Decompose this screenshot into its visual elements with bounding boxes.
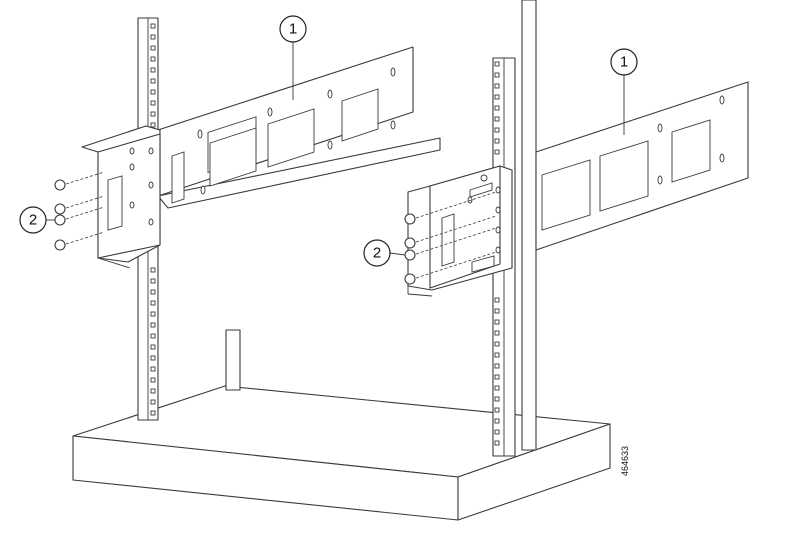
screw-icon xyxy=(404,215,497,249)
right-rear-post xyxy=(521,0,537,451)
callout-label: 2 xyxy=(29,212,37,229)
post-hole xyxy=(494,418,500,424)
post-hole xyxy=(150,311,156,317)
post-hole xyxy=(494,116,500,122)
post-hole xyxy=(494,330,500,336)
right-rail xyxy=(535,81,749,251)
post-hole xyxy=(494,374,500,380)
post-hole xyxy=(494,363,500,369)
post-hole xyxy=(150,23,156,29)
post-hole xyxy=(494,407,500,413)
screw-icon xyxy=(54,171,105,191)
callout-left-screws: 2 xyxy=(19,206,55,234)
left-screws xyxy=(54,171,105,251)
post-hole xyxy=(494,429,500,435)
post-hole xyxy=(494,149,500,155)
callout-label: 2 xyxy=(373,245,381,262)
post-hole xyxy=(494,83,500,89)
post-hole xyxy=(150,111,156,117)
post-hole xyxy=(494,396,500,402)
post-hole xyxy=(150,399,156,405)
post-hole xyxy=(150,100,156,106)
screw-icon xyxy=(404,251,497,285)
callout-left-rail: 1 xyxy=(279,15,307,100)
post-hole xyxy=(494,341,500,347)
post-hole xyxy=(494,352,500,358)
post-hole xyxy=(494,319,500,325)
callout-right-rail: 1 xyxy=(610,48,638,135)
post-hole xyxy=(494,308,500,314)
post-hole xyxy=(150,89,156,95)
post-hole xyxy=(150,34,156,40)
post-hole xyxy=(150,278,156,284)
post-hole xyxy=(150,322,156,328)
post-hole xyxy=(150,410,156,416)
post-hole xyxy=(150,45,156,51)
post-hole xyxy=(494,440,500,446)
post-hole xyxy=(150,388,156,394)
right-screws xyxy=(404,191,497,285)
post-hole xyxy=(150,366,156,372)
callout-label: 1 xyxy=(620,54,628,71)
post-hole xyxy=(150,355,156,361)
post-hole xyxy=(494,105,500,111)
post-hole xyxy=(150,56,156,62)
post-hole xyxy=(494,61,500,67)
post-hole xyxy=(150,289,156,295)
post-hole xyxy=(150,67,156,73)
post-hole xyxy=(150,344,156,350)
figure-id: 464633 xyxy=(620,446,630,476)
rear-left-post xyxy=(225,329,241,391)
screw-icon xyxy=(54,231,105,251)
left-mounting-bracket xyxy=(81,125,161,269)
post-hole xyxy=(150,333,156,339)
post-hole xyxy=(494,72,500,78)
post-hole xyxy=(150,122,156,128)
screw-icon xyxy=(54,195,105,215)
post-hole xyxy=(494,94,500,100)
post-hole xyxy=(150,267,156,273)
left-rail xyxy=(157,46,441,209)
post-hole xyxy=(150,78,156,84)
callout-right-screws: 2 xyxy=(363,239,406,267)
post-hole xyxy=(494,297,500,303)
callout-label: 1 xyxy=(289,21,297,38)
post-hole xyxy=(150,300,156,306)
post-hole xyxy=(494,138,500,144)
post-hole xyxy=(494,127,500,133)
screw-icon xyxy=(404,191,497,225)
post-hole xyxy=(150,377,156,383)
post-hole xyxy=(494,385,500,391)
rack-base xyxy=(72,385,611,521)
